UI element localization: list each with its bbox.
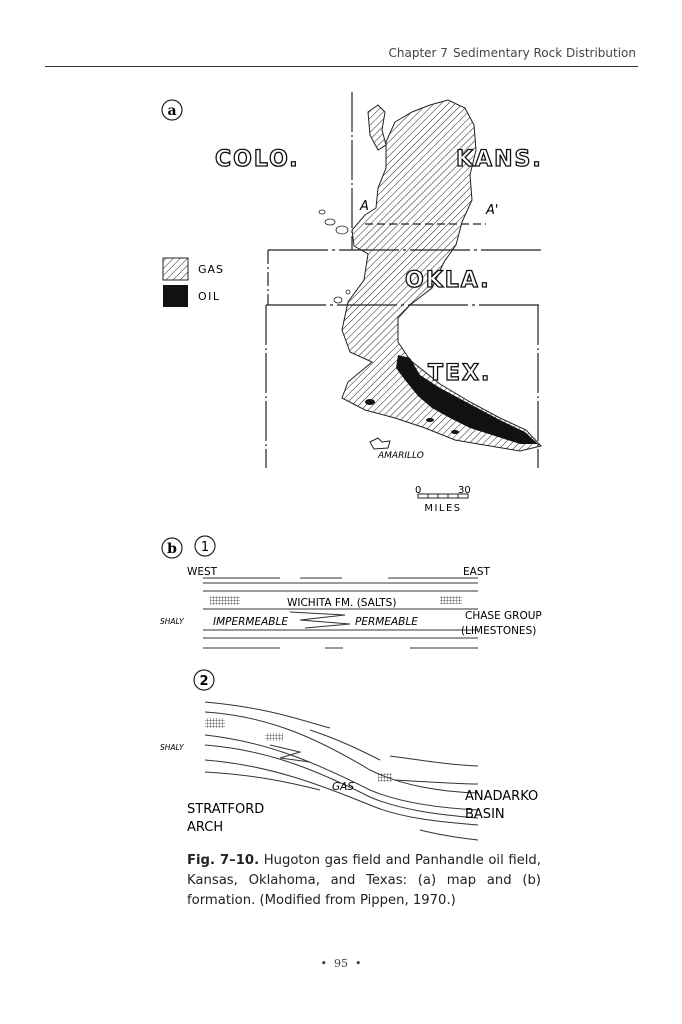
impermeable-label: IMPERMEABLE — [213, 616, 288, 628]
salt-pattern — [205, 718, 225, 728]
scale-max: 30 — [458, 485, 471, 496]
west-label: WEST — [187, 566, 218, 578]
chapter-title: Sedimentary Rock Distribution — [452, 46, 636, 60]
figure-caption-label: Fig. 7–10. — [187, 853, 260, 868]
salt-pattern — [210, 596, 240, 605]
panel-b-sections: b 1 WEST EAST WICHITA FM. (SALTS) SHALY … — [160, 535, 542, 841]
state-label-colo: COLO. — [215, 147, 300, 172]
city-label-amarillo: AMARILLO — [377, 451, 424, 461]
panel-a-label: a — [167, 103, 176, 119]
section-1-strata — [203, 577, 478, 649]
page-number: • 95 • — [320, 957, 362, 970]
oil-spots — [365, 399, 459, 434]
scale-unit: MILES — [424, 503, 461, 514]
permeable-label: PERMEABLE — [355, 616, 418, 628]
section-2-strata — [204, 701, 479, 841]
figure-caption: Fig. 7–10. Hugoton gas field and Panhand… — [187, 851, 541, 911]
salt-pattern — [378, 773, 392, 782]
panel-a-map: a COLO. KANS. OKLA. TEX. A — [161, 92, 545, 514]
legend-gas-label: GAS — [198, 263, 224, 276]
scale-min: 0 — [415, 485, 421, 496]
basin-label: BASIN — [465, 807, 505, 822]
figure-caption-text: Hugoton gas field and Panhandle oil fiel… — [187, 853, 541, 908]
salt-pattern — [265, 733, 283, 741]
page-number-value: 95 — [334, 957, 348, 970]
panel-a-circle — [161, 99, 183, 121]
running-header: Chapter 7 Sedimentary Rock Distribution — [389, 46, 636, 60]
chase-group-label: CHASE GROUP — [465, 610, 542, 622]
state-label-tex: TEX. — [428, 361, 491, 386]
shaly-label-1: SHALY — [160, 617, 185, 626]
gas-label: GAS — [332, 781, 354, 793]
panel-b-label: b — [167, 541, 177, 557]
anadarko-label: ANADARKO — [465, 789, 538, 804]
section-1-number: 1 — [201, 540, 209, 555]
oil-field-area — [396, 355, 538, 444]
legend-oil-label: OIL — [198, 290, 221, 303]
header-rule — [45, 66, 638, 67]
limestones-label: (LIMESTONES) — [461, 625, 536, 637]
amarillo-city-outline — [369, 437, 391, 450]
east-label: EAST — [463, 566, 490, 578]
small-gas-fields — [318, 209, 351, 304]
gas-field-outlier — [367, 104, 387, 151]
salt-pattern — [440, 596, 462, 604]
shaly-label-2: SHALY — [160, 743, 185, 752]
arch-label: ARCH — [187, 820, 223, 835]
stratford-label: STRATFORD — [187, 802, 264, 817]
gas-field-area — [341, 99, 542, 452]
section-label-a: A — [359, 199, 369, 214]
section-label-a-prime: A' — [485, 203, 498, 218]
formation-label: WICHITA FM. (SALTS) — [287, 597, 396, 609]
state-label-okla: OKLA. — [405, 268, 491, 293]
chapter-number: Chapter 7 — [388, 46, 448, 60]
state-label-kans: KANS. — [456, 147, 543, 172]
legend-gas-swatch — [162, 257, 189, 281]
legend-oil-swatch — [163, 285, 188, 307]
section-2-number: 2 — [199, 674, 208, 689]
scale-bar: 0 30 MILES — [415, 485, 471, 514]
